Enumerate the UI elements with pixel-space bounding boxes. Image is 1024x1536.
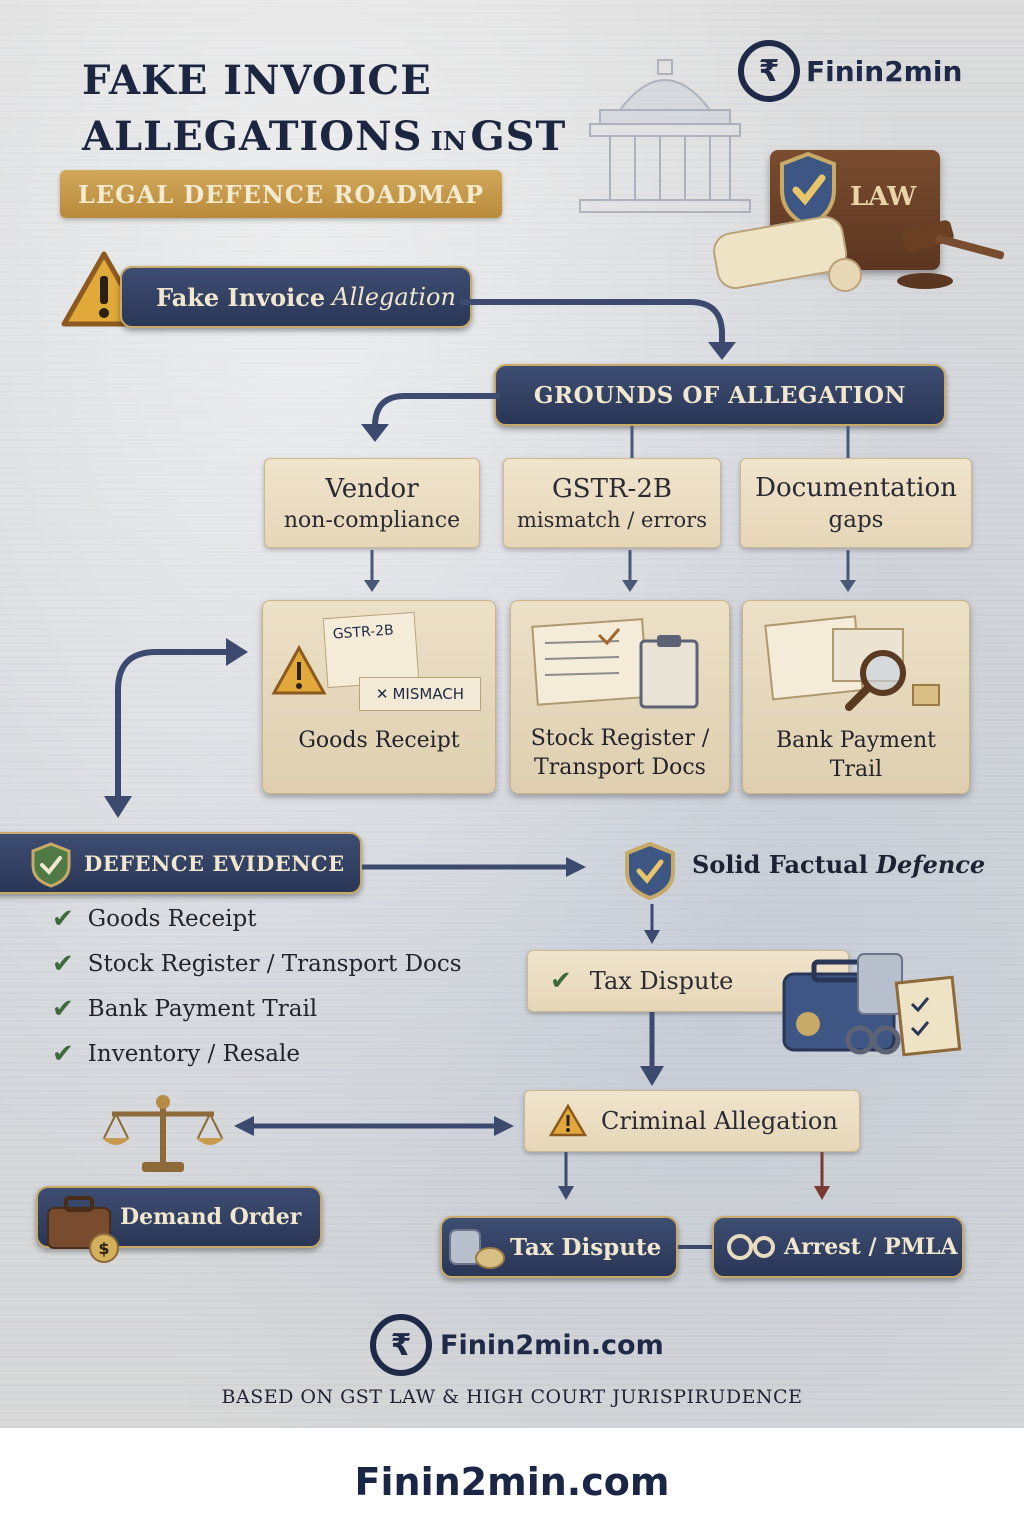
brand-name-top: Finin2min bbox=[806, 54, 963, 88]
mismatch-badge-text: MISMACH bbox=[392, 685, 465, 703]
ground-2-line1: GSTR-2B bbox=[552, 474, 672, 504]
gstr2b-doc-label: GSTR-2B bbox=[332, 622, 395, 643]
grounds-label: GROUNDS OF ALLEGATION bbox=[533, 381, 907, 409]
briefcase-icon bbox=[782, 953, 962, 1057]
warning-triangle-icon bbox=[271, 645, 327, 695]
checklist-item: ✔ Goods Receipt bbox=[52, 904, 462, 934]
card-3-line1: Bank Payment bbox=[775, 728, 937, 753]
ground-3-line1: Documentation bbox=[755, 473, 957, 503]
ground-vendor-non-compliance: Vendor non-compliance bbox=[264, 458, 480, 548]
footer-domain[interactable]: Finin2min.com bbox=[354, 1460, 670, 1504]
ledger-documents-icon bbox=[531, 618, 699, 709]
start-fake-invoice-allegation: Fake Invoice Allegation bbox=[120, 266, 472, 328]
scales-of-justice-icon bbox=[102, 1095, 224, 1172]
ground-gstr2b-mismatch: GSTR-2B mismatch / errors bbox=[503, 458, 721, 548]
grounds-to-cards-arrows bbox=[364, 550, 856, 592]
checkmark-icon: ✔ bbox=[52, 949, 74, 979]
title-line-2: ALLEGATIONS IN GST bbox=[82, 114, 566, 165]
checklist-item: ✔ Stock Register / Transport Docs bbox=[52, 949, 462, 979]
solid-factual-defence: Solid Factual Defence bbox=[692, 850, 985, 879]
ground-2-line2: mismatch / errors bbox=[517, 508, 707, 532]
arrow-defence-to-tax bbox=[644, 904, 660, 944]
criminal-allegation-label: Criminal Allegation bbox=[601, 1107, 838, 1135]
arrest-pmla-label: Arrest / PMLA bbox=[784, 1234, 958, 1260]
arrow-tax-to-criminal bbox=[640, 1012, 664, 1086]
evidence-card-stock-register: Stock Register / Transport Docs bbox=[510, 600, 730, 794]
start-label: Fake Invoice bbox=[156, 282, 326, 312]
card-3-line2: Trail bbox=[829, 757, 883, 782]
tax-dispute-bottom-label: Tax Dispute bbox=[510, 1233, 662, 1261]
mismatch-badge: ✕ MISMACH bbox=[359, 677, 481, 711]
briefcase-icon: $ bbox=[47, 1196, 119, 1263]
ground-3-line2: gaps bbox=[828, 507, 884, 533]
checkmark-icon: ✔ bbox=[52, 904, 74, 934]
connector-line bbox=[678, 1245, 712, 1249]
evidence-card-bank-payment: Bank Payment Trail bbox=[742, 600, 970, 794]
defence-evidence-checklist: ✔ Goods Receipt ✔ Stock Register / Trans… bbox=[52, 904, 462, 1069]
shield-check-icon bbox=[31, 842, 71, 888]
checklist-item-label: Inventory / Resale bbox=[87, 1041, 300, 1067]
gavel-icon bbox=[897, 220, 1005, 289]
arrow-scales-criminal bbox=[234, 1116, 514, 1136]
rupee-icon: ₹ bbox=[738, 40, 800, 102]
shield-check-icon bbox=[625, 842, 675, 900]
start-label-italic: Allegation bbox=[332, 283, 456, 311]
title-line-1: FAKE INVOICE bbox=[82, 57, 432, 104]
coins-icon bbox=[449, 1229, 505, 1269]
arrow-grounds-to-left bbox=[361, 393, 500, 442]
scroll-icon bbox=[713, 215, 862, 292]
grounds-of-allegation-banner: GROUNDS OF ALLEGATION bbox=[494, 364, 946, 426]
evidence-card-goods-receipt: GSTR-2B ✕ MISMACH Goods Receipt bbox=[262, 600, 496, 794]
checklist-item-label: Stock Register / Transport Docs bbox=[87, 951, 462, 977]
checklist-item: ✔ Inventory / Resale bbox=[52, 1039, 462, 1069]
checklist-item-label: Goods Receipt bbox=[87, 906, 257, 932]
subtitle-banner: LEGAL DEFENCE ROADMAP bbox=[60, 170, 502, 218]
solid-defence-italic: Defence bbox=[876, 850, 986, 879]
footer-strip: Finin2min.com bbox=[0, 1428, 1024, 1536]
cross-icon: ✕ bbox=[375, 685, 389, 703]
warning-triangle-icon bbox=[549, 1104, 587, 1137]
arrow-start-to-grounds bbox=[460, 299, 736, 360]
ground-1-line2: non-compliance bbox=[283, 507, 461, 533]
infographic-canvas: FAKE INVOICE ALLEGATIONS IN GST LEGAL DE… bbox=[0, 0, 1024, 1428]
svg-text:$: $ bbox=[98, 1239, 109, 1258]
arrow-evidence-loop bbox=[104, 638, 248, 818]
brand-logo-top: ₹ Finin2min bbox=[738, 40, 962, 102]
arrows-criminal-outcomes bbox=[558, 1152, 830, 1200]
law-book-label: LAW bbox=[850, 182, 917, 212]
brand-logo-footer: ₹ Finin2min.com bbox=[370, 1314, 664, 1376]
checkmark-icon: ✔ bbox=[550, 966, 572, 996]
defence-evidence-label: DEFENCE EVIDENCE bbox=[84, 850, 345, 876]
criminal-allegation-box: Criminal Allegation bbox=[524, 1090, 860, 1152]
card-1-label: Goods Receipt bbox=[298, 728, 460, 753]
brand-domain-footer: Finin2min.com bbox=[440, 1329, 664, 1361]
demand-order-label: Demand Order bbox=[120, 1204, 302, 1230]
title-word-gst: GST bbox=[470, 113, 567, 160]
legal-basis-caption: BASED ON GST LAW & HIGH COURT JURISPIRUD… bbox=[221, 1386, 803, 1408]
ground-documentation-gaps: Documentation gaps bbox=[740, 458, 972, 548]
courthouse-illustration bbox=[579, 59, 751, 213]
checklist-item-label: Bank Payment Trail bbox=[87, 996, 318, 1022]
card-2-line1: Stock Register / bbox=[530, 726, 710, 751]
title-word-allegations: ALLEGATIONS bbox=[82, 113, 423, 160]
rupee-icon: ₹ bbox=[370, 1314, 432, 1376]
grounds-connectors bbox=[630, 426, 850, 460]
checklist-item: ✔ Bank Payment Trail bbox=[52, 994, 462, 1024]
handcuffs-icon bbox=[727, 1234, 775, 1260]
solid-defence-label: Solid Factual bbox=[692, 850, 868, 879]
checkmark-icon: ✔ bbox=[52, 1039, 74, 1069]
arrow-evidence-to-defence bbox=[362, 857, 586, 877]
tax-dispute-top-label: Tax Dispute bbox=[589, 967, 734, 995]
ground-1-line1: Vendor bbox=[325, 473, 419, 504]
magnifier-documents-icon bbox=[764, 615, 940, 711]
subtitle-text: LEGAL DEFENCE ROADMAP bbox=[77, 179, 485, 209]
card-2-line2: Transport Docs bbox=[534, 755, 706, 780]
checkmark-icon: ✔ bbox=[52, 994, 74, 1024]
title-word-in: IN bbox=[430, 127, 467, 157]
